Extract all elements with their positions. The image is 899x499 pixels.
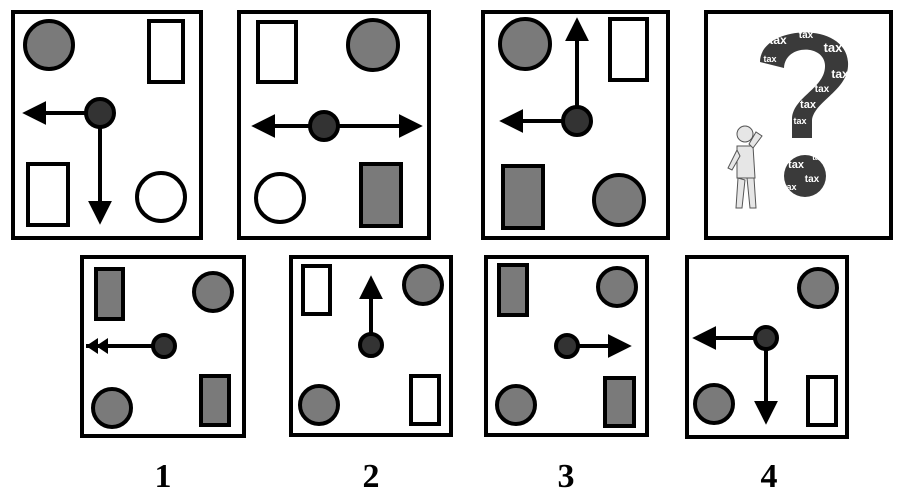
sequence-panel-2 xyxy=(237,10,431,240)
filled-rectangle xyxy=(359,162,403,228)
option-2-label[interactable]: 2 xyxy=(363,458,380,495)
empty-rectangle xyxy=(301,264,332,316)
tax-word: tax xyxy=(763,54,776,64)
filled-rectangle xyxy=(199,374,231,427)
tax-word: tax xyxy=(815,84,830,95)
thinking-figure xyxy=(727,125,763,209)
filled-rectangle xyxy=(501,164,545,230)
filled-circle xyxy=(192,271,234,313)
option-3-label[interactable]: 3 xyxy=(558,458,575,495)
empty-rectangle xyxy=(256,20,298,84)
filled-circle xyxy=(346,18,400,72)
double-arrowhead xyxy=(86,338,108,354)
sequence-panel-3 xyxy=(481,10,670,240)
tax-word: tax xyxy=(805,174,820,185)
filled-circle xyxy=(495,384,537,426)
pivot-dot xyxy=(358,332,384,358)
filled-circle xyxy=(592,173,646,227)
pivot-dot xyxy=(554,333,580,359)
empty-rectangle xyxy=(409,374,441,426)
tax-word: tax xyxy=(769,33,787,47)
tax-word: tax xyxy=(831,67,849,81)
filled-circle xyxy=(91,387,133,429)
option-1-panel[interactable] xyxy=(80,255,246,438)
empty-rectangle xyxy=(608,17,649,82)
filled-rectangle xyxy=(497,263,529,317)
empty-rectangle xyxy=(806,375,838,427)
tax-word: tax xyxy=(788,159,805,171)
filled-rectangle xyxy=(94,267,125,321)
tax-word: tax xyxy=(824,40,844,55)
tax-word: tax xyxy=(812,153,824,162)
sequence-panel-1 xyxy=(11,10,203,240)
option-3-panel[interactable] xyxy=(484,255,649,437)
empty-rectangle xyxy=(26,162,70,227)
empty-rectangle xyxy=(147,19,185,84)
tax-word: tax xyxy=(800,99,817,111)
filled-circle xyxy=(23,19,75,71)
filled-rectangle xyxy=(603,376,636,428)
filled-circle xyxy=(596,266,638,308)
filled-circle xyxy=(498,17,552,71)
pivot-dot xyxy=(561,105,593,137)
tax-word: tax xyxy=(783,182,796,192)
pivot-dot xyxy=(753,325,779,351)
option-2-panel[interactable] xyxy=(289,255,453,437)
pivot-dot xyxy=(151,333,177,359)
empty-circle xyxy=(135,171,187,223)
filled-circle xyxy=(402,264,444,306)
empty-circle xyxy=(254,172,306,224)
tax-word: tax xyxy=(799,30,814,41)
pivot-dot xyxy=(84,97,116,129)
pivot-dot xyxy=(308,110,340,142)
option-4-panel[interactable] xyxy=(685,255,849,439)
option-1-label[interactable]: 1 xyxy=(155,458,172,495)
filled-circle xyxy=(298,384,340,426)
tax-word: tax xyxy=(793,116,806,126)
filled-circle xyxy=(693,383,735,425)
filled-circle xyxy=(797,267,839,309)
option-4-label[interactable]: 4 xyxy=(761,458,778,495)
